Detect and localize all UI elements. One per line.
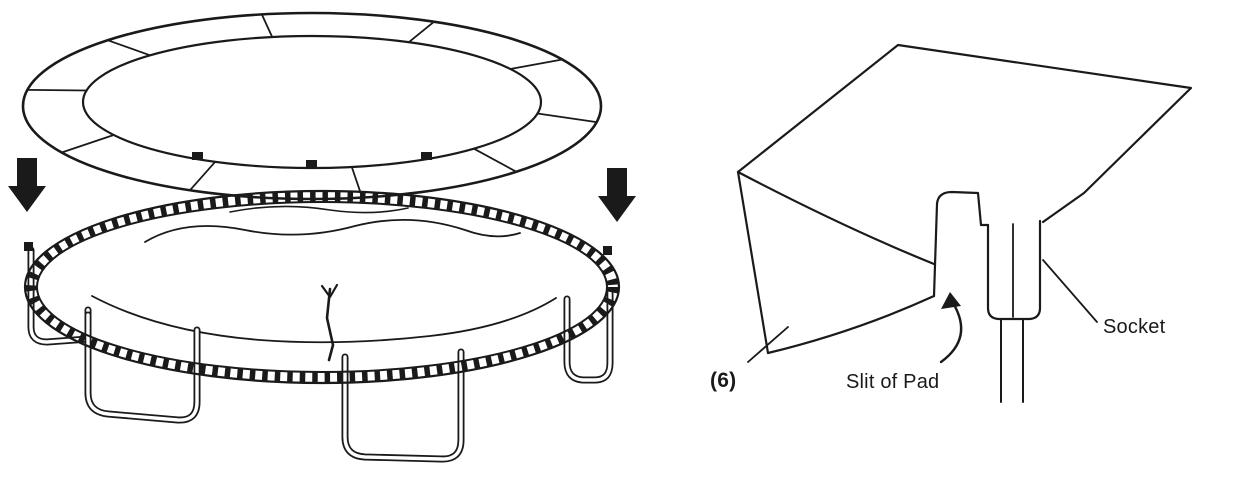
- socket-leader-line: [1042, 259, 1098, 323]
- trampoline-assembly-illustration: [8, 11, 636, 463]
- trampoline-legs: [27, 246, 614, 463]
- mat-seam-mark: [320, 283, 339, 362]
- leg-pole: [1000, 318, 1024, 403]
- frame-clip-right: [603, 246, 612, 255]
- pad-segment-seams: [26, 13, 598, 199]
- trampoline-frame-rim: [23, 189, 621, 385]
- pad-socket-detail-illustration: [736, 43, 1193, 403]
- socket-label: Socket: [1103, 316, 1166, 338]
- part-number-leader-line: [747, 326, 789, 363]
- pad-attachment-tab: [306, 160, 317, 168]
- down-arrow-right-icon: [598, 168, 636, 222]
- curved-up-arrow-icon: [939, 292, 963, 364]
- frame-pad-ring: [21, 11, 603, 201]
- part-number-label: (6): [710, 369, 737, 392]
- mat-wrinkle-lines: [91, 205, 557, 344]
- pad-slit-outline: [932, 190, 990, 298]
- slit-of-pad-label: Slit of Pad: [846, 371, 940, 393]
- pad-attachment-tab: [421, 152, 432, 160]
- pad-corner-detail: [736, 43, 1193, 355]
- socket-detail: [986, 219, 1042, 403]
- frame-clip-left: [24, 242, 33, 251]
- pad-attachment-tab: [192, 152, 203, 160]
- down-arrow-left-icon: [8, 158, 46, 212]
